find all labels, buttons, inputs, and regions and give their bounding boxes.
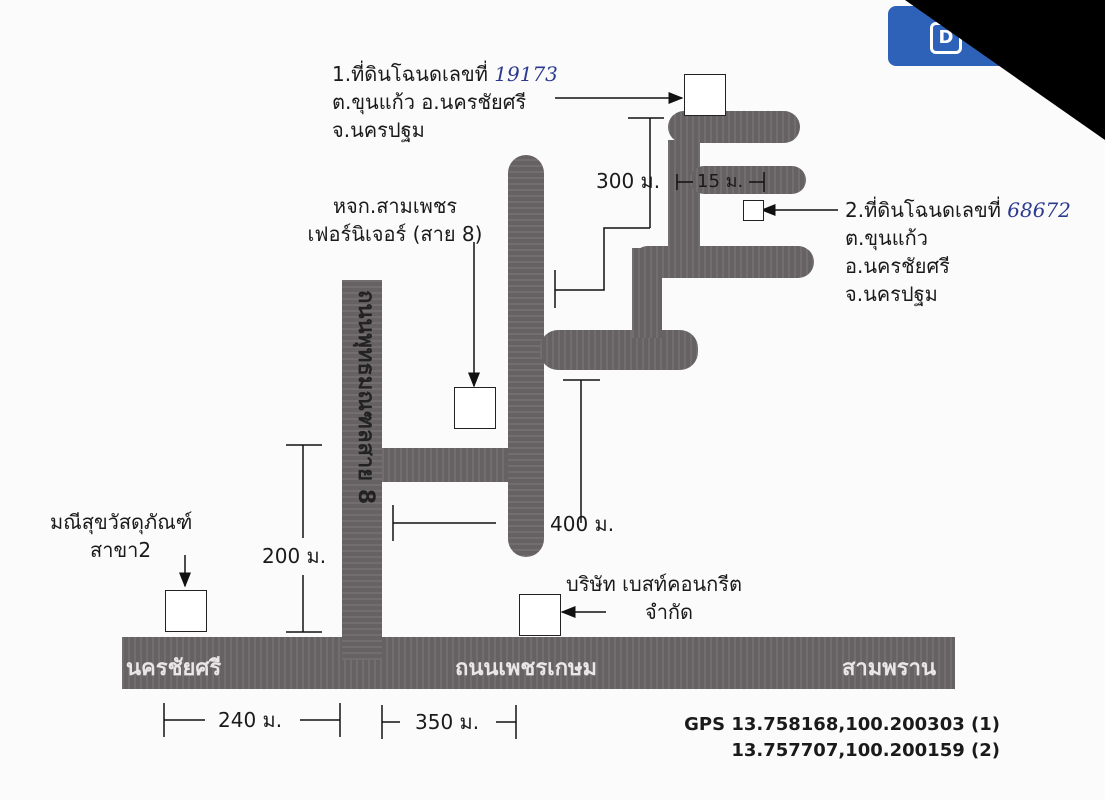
gps-line1: GPS 13.758168,100.200303 (1) [684,714,1000,735]
plot2-district: อ.นครชัยศรี [845,254,950,278]
plot2-label: 2.ที่ดินโฉนดเลขที่ 68672 ต.ขุนแก้ว อ.นคร… [845,196,1071,308]
furniture-line2: เฟอร์นิเจอร์ (สาย 8) [307,222,483,246]
concrete-label: บริษัท เบสท์คอนกรีต จำกัด [566,570,742,626]
plot2-title: 2.ที่ดินโฉนดเลขที่ [845,198,1001,222]
manee-label: มณีสุขวัสดุภัณฑ์ สาขา2 [50,508,192,564]
distance-350m: 350 ม. [415,710,480,734]
soi-branch-second [690,166,806,194]
plot1-title: 1.ที่ดินโฉนดเลขที่ [332,62,488,86]
road-label-right-end: สามพราน [842,656,936,681]
manee-line1: มณีสุขวัสดุภัณฑ์ [50,510,193,534]
manee-marker [165,590,207,632]
furniture-label: หจก.สามเพชร เฟอร์นิเจอร์ (สาย 8) [305,192,485,248]
road-label-main: ถนนเพชรเกษม [455,656,598,681]
distance-240m: 240 ม. [218,708,283,732]
plot1-deed-number: 19173 [494,62,558,86]
manee-line2: สาขา2 [90,538,152,562]
plot2-subdistrict: ต.ขุนแก้ว [845,226,928,250]
concrete-line1: บริษัท เบสท์คอนกรีต [566,572,742,596]
connector-road [382,448,510,482]
concrete-line2: จำกัด [644,600,694,624]
gps-coordinates: GPS 13.758168,100.200303 (1) 13.757707,1… [640,712,1000,764]
plot1-marker [684,74,726,116]
plot1-label: 1.ที่ดินโฉนดเลขที่ 19173 ต.ขุนแก้ว อ.นคร… [332,60,558,144]
soi-branch-lower [540,330,698,370]
distance-400m: 400 ม. [550,512,615,536]
soi-branch-middle [632,246,814,278]
soi-vertical-road [508,155,544,557]
plot2-marker [743,200,764,221]
side-road-phutthamonthon-8 [342,280,382,660]
plot1-province: จ.นครปฐม [332,118,425,142]
concrete-marker [519,594,561,636]
plot1-subdistrict: ต.ขุนแก้ว อ.นครชัยศรี [332,90,527,114]
distance-200m: 200 ม. [262,544,327,568]
gps-line2: 13.757707,100.200159 (2) [731,740,1000,761]
plot2-province: จ.นครปฐม [845,282,938,306]
distance-300m: 300 ม. [596,169,661,193]
soi-branch-upper-stem [668,140,700,260]
plot2-deed-number: 68672 [1007,198,1071,222]
furniture-marker [454,387,496,429]
soi-branch-top [668,111,800,143]
furniture-line1: หจก.สามเพชร [332,194,458,218]
road-label-left-end: นครชัยศรี [126,656,222,681]
scan-corner-shadow [905,0,1105,140]
distance-15m: 15 ม. [697,171,744,192]
main-road-phetkasem [122,637,955,689]
